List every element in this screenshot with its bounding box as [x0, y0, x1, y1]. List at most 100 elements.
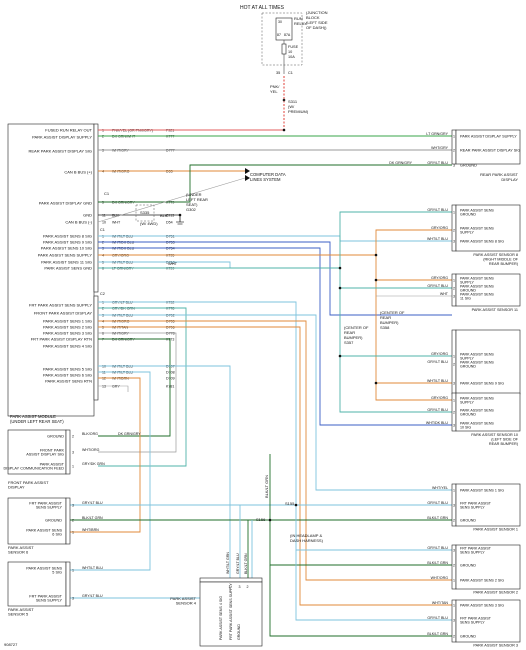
rear-display-title-0: REAR PARK ASSIST — [480, 172, 518, 177]
module-wire-code-1: K777 — [166, 135, 174, 139]
rear-sensor-1-title-0: PARK ASSIST SENSOR 11 — [472, 308, 518, 312]
front-right-sensor-0-label-1-1: SENS SUPPLY — [460, 506, 485, 510]
splice-dot-8 — [338, 354, 342, 358]
module-wire-color-20: WHT/LT BLU — [112, 365, 133, 369]
front-display-pin-2: 1 — [72, 465, 74, 469]
computer-data-line1: COMPUTER DATA — [250, 172, 286, 177]
front-left-sensor-0-title-1: SENSOR 6 — [8, 550, 29, 555]
splice-dot-9 — [178, 213, 182, 217]
sensor4-pin-1: 3 — [239, 585, 241, 589]
front-left-sensor-0-label-2-1: 6 SIG — [52, 533, 62, 537]
front-left-sensor-0-label-0-1: SENS SUPPLY — [36, 506, 63, 510]
rear-sensor-box-3 — [455, 392, 521, 432]
module-label-15: PARK ASSIST SENS 1 SIG — [43, 319, 92, 324]
wr-4wd-note: (W/ 4WD) — [140, 221, 158, 226]
junction-label-line3: (LEFT SIDE — [306, 20, 328, 25]
splice-s311-label-3: PREMIUM) — [288, 109, 309, 114]
module-wire-pin-3: 4 — [102, 170, 104, 174]
front-left-sensor-0-title-0: PARK ASSIST — [8, 545, 34, 550]
rear-display-wire-2: GRY/LT BLU — [427, 161, 448, 165]
front-left-sensor-box-1 — [7, 561, 67, 607]
rear-sensor-2-label-2-0: PARK ASSIST SENS 9 SIG — [460, 382, 504, 386]
module-outline — [7, 123, 95, 417]
rear-sensor-0-pin-1: 2 — [453, 229, 455, 233]
front-display-pin-1: 3 — [72, 451, 74, 455]
rear-sensor-3-label-2-0: PARK ASSIST SENS — [460, 422, 494, 426]
module-wire-color-8: WHT/DK BLU — [112, 241, 135, 245]
front-right-sensor-1-pin-1: 2 — [453, 564, 455, 568]
wire-gry-org-supply — [98, 229, 452, 256]
blk-lt-grn-vertical-label: BLK/LT GRN — [264, 475, 269, 498]
module-wire-color-22: WHT/BRN — [112, 377, 129, 381]
module-label-10: PARK ASSIST SENS SUPPLY — [38, 253, 93, 258]
rear-sensor-3-pin-1: 2 — [453, 411, 455, 415]
module-label-20: PARK ASSIST SENS 5 SIG — [43, 367, 92, 372]
rear-sensor-3-wire-2: WHT/DK BLU — [426, 421, 449, 425]
front-right-sensor-1-pin-0: 3 — [453, 549, 455, 553]
module-wire-code-15: D702 — [166, 314, 175, 318]
front-right-sensor-1-wire-1: BLK/LT GRN — [427, 561, 448, 565]
front-right-sensor-2-wire-0: WHT/TAN — [432, 601, 449, 605]
module-wire-pin-19: 7 — [102, 338, 104, 342]
front-left-sensor-1-wire-0: WHT/LT BLU — [82, 566, 103, 570]
module-wire-pin-23: 13 — [102, 385, 106, 389]
rear-sensor-2-label-1-1: GROUND — [460, 365, 476, 369]
junction-label-line1: (JUNCTION — [306, 10, 328, 15]
can-arrow-2 — [245, 175, 250, 181]
splice-dot-6 — [338, 286, 342, 290]
front-left-sensor-0-wire-1: BLK/LT GRN — [82, 516, 103, 520]
module-wire-color-21: WHT/LT BLU — [112, 371, 133, 375]
sensor4-pin-2: 2 — [247, 585, 249, 589]
module-wire-pin-11: 5 — [102, 261, 104, 265]
module-wire-code-9: D754 — [166, 247, 175, 251]
relay-pin-30: 30 — [278, 20, 282, 24]
sensor4-connector — [199, 577, 263, 583]
front-left-sensor-0-label-2-0: PARK ASSIST SENS — [26, 529, 62, 533]
module-wire-color-2: WHT/GRY — [112, 149, 130, 153]
feed-wire-color-line1: PNK/ — [270, 84, 280, 89]
module-connector-c2 — [93, 295, 99, 401]
front-display-box — [7, 429, 67, 475]
relay-label-line2: RELAY — [294, 21, 307, 26]
module-wire-pin-8: 2 — [102, 241, 104, 245]
rear-sensor-3-pin-0: 1 — [453, 399, 455, 403]
front-right-sensor-0-pin-1: 3 — [453, 504, 455, 508]
splice-s335-near-label: C1 — [104, 191, 110, 196]
fuse-label-line3: 10A — [288, 55, 295, 59]
module-wire-code-11: D718 — [166, 261, 175, 265]
front-right-sensor-2-pin-1: 3 — [453, 619, 455, 623]
can-arrow-1 — [245, 168, 250, 174]
rear-sensor-1-pin-2: 3 — [453, 295, 455, 299]
front-left-sensor-0-pin-0: 3 — [72, 504, 74, 508]
rear-display-wire-1: WHT/GRY — [431, 146, 449, 150]
rear-display-label-2: GROUND — [460, 164, 477, 168]
rear-sensor-0-pin-0: 1 — [453, 211, 455, 215]
front-left-sensor-1-wire-1: GRY/LT BLU — [82, 594, 103, 598]
module-label-13: FRT PARK ASSIST SENS SUPPLY — [29, 303, 92, 308]
module-wire-code-2: D777 — [166, 149, 175, 153]
wire-wht-lt-blu-sens4 — [98, 365, 231, 578]
front-right-sensor-2-title-0: PARK ASSIST SENSOR 3 — [473, 644, 518, 648]
splice-dot-5 — [374, 278, 378, 282]
front-display-label-2-0: PARK ASSIST — [40, 463, 65, 467]
rear-display-label-1: REAR PARK ASSIST DISPLAY SIG — [460, 149, 520, 153]
splice-s156-label: S156 — [256, 517, 266, 522]
front-left-sensor-0-wire-2: WHT/BRN — [82, 528, 99, 532]
front-right-sensor-1-label-1-0: GROUND — [460, 564, 476, 568]
rear-sensor-2-wire-1: GRY/LT BLU — [427, 360, 448, 364]
module-wire-color-16: WHT/ORG — [112, 320, 130, 324]
wire-wht-canb-minus — [97, 177, 246, 223]
module-label-6: CAN B BUS (-) — [65, 220, 92, 225]
front-right-sensor-0-label-1-0: FRT PARK ASSIST — [460, 502, 492, 506]
ground-location-line4: G302 — [186, 207, 197, 212]
s335-dashed-box — [135, 204, 155, 222]
module-wire-color-12: LT GRN/GRY — [112, 267, 134, 271]
rear-sensor-0-label-0-0: PARK ASSIST SENS — [460, 209, 494, 213]
module-wire-code-17: D706 — [166, 326, 175, 330]
wire-gry-dk-grn-display-feed — [98, 307, 187, 467]
sensor4-label-0: PARK ASSIST SENS 4 SIG — [219, 596, 223, 640]
front-right-sensor-1-label-2-0: PARK ASSIST SENS 2 SIG — [460, 579, 504, 583]
module-wire-pin-15: 3 — [102, 314, 104, 318]
rear-sensor-box-2 — [455, 329, 521, 395]
module-wire-code-18: D778 — [166, 332, 175, 336]
